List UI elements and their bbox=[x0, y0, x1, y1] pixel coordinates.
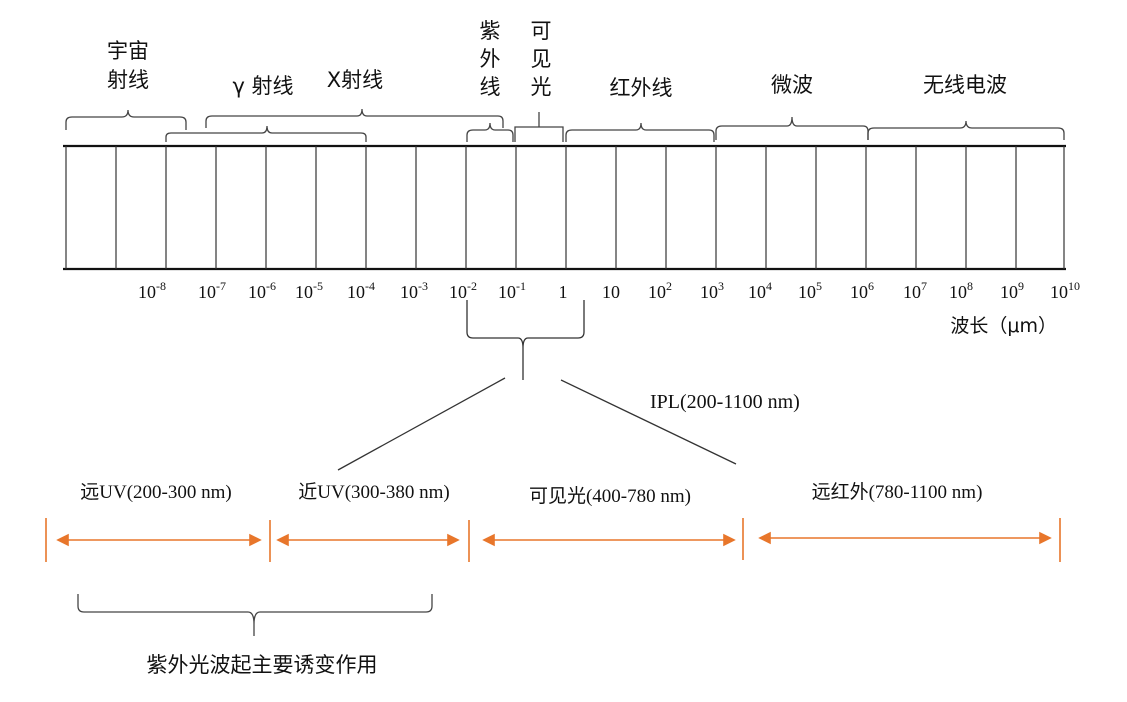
visible-label-2: 见 bbox=[531, 47, 552, 71]
uv-label-3: 线 bbox=[480, 75, 501, 99]
uv-brace bbox=[466, 122, 514, 142]
uv-label-1: 紫 bbox=[480, 19, 501, 43]
tick-label: 10-5 bbox=[295, 279, 323, 302]
xray-brace bbox=[205, 108, 504, 128]
near-uv-label: 近UV(300-380 nm) bbox=[298, 481, 449, 503]
cosmic-ray-label-1: 宇宙 bbox=[107, 39, 149, 63]
tick-labels: 10-8 10-7 10-6 10-5 10-4 10-3 10-2 10-1 1 10 102 10… bbox=[138, 279, 1080, 302]
tick-label: 10-3 bbox=[400, 279, 428, 302]
radio-brace bbox=[867, 120, 1065, 140]
tick-label: 102 bbox=[648, 279, 672, 302]
tick-label: 10-8 bbox=[138, 279, 166, 302]
far-ir-label: 远红外(780-1100 nm) bbox=[812, 481, 983, 503]
tick-label: 109 bbox=[1000, 279, 1024, 302]
microwave-label: 微波 bbox=[771, 73, 813, 97]
tick-label: 10 bbox=[602, 282, 620, 302]
tick-label: 1010 bbox=[1050, 279, 1080, 302]
ipl-brace bbox=[466, 300, 585, 380]
visible-label-1: 可 bbox=[531, 19, 552, 43]
cosmic-brace bbox=[65, 109, 187, 130]
gamma-brace bbox=[165, 125, 367, 142]
tick-label: 10-6 bbox=[248, 279, 276, 302]
range-arrows bbox=[45, 518, 1061, 562]
tick-label: 105 bbox=[798, 279, 822, 302]
ipl-label: IPL(200-1100 nm) bbox=[650, 391, 800, 413]
infrared-label: 红外线 bbox=[610, 76, 673, 100]
visible-range-label: 可见光(400-780 nm) bbox=[529, 485, 691, 507]
ipl-zoom bbox=[337, 300, 737, 471]
uv-mutation-brace bbox=[77, 594, 433, 636]
tick-label: 103 bbox=[700, 279, 724, 302]
x-ray-label: X射线 bbox=[327, 68, 383, 92]
tick-label: 104 bbox=[748, 279, 772, 302]
infrared-brace bbox=[565, 122, 715, 142]
visible-brace bbox=[514, 112, 564, 142]
tick-label: 107 bbox=[903, 279, 927, 302]
spectrum-bar bbox=[63, 144, 1066, 271]
gamma-ray-label: γ 射线 bbox=[232, 74, 293, 98]
tick-label: 10-7 bbox=[198, 279, 226, 302]
range-labels: 远UV(200-300 nm) 近UV(300-380 nm) 可见光(400-… bbox=[80, 481, 982, 507]
tick-label: 10-1 bbox=[498, 279, 526, 302]
radio-wave-label: 无线电波 bbox=[923, 73, 1007, 97]
microwave-brace bbox=[715, 116, 869, 140]
tick-label: 1 bbox=[559, 282, 568, 302]
tick-label: 10-2 bbox=[449, 279, 477, 302]
tick-label: 108 bbox=[949, 279, 973, 302]
uv-mutation-note: 紫外光波起主要诱变作用 bbox=[147, 653, 378, 677]
tick-label: 10-4 bbox=[347, 279, 375, 302]
band-labels: 宇宙 射线 γ 射线 X射线 紫 外 线 可 见 光 红外线 微波 无线电波 bbox=[107, 19, 1007, 100]
zoom-line-left bbox=[337, 377, 506, 471]
far-uv-label: 远UV(200-300 nm) bbox=[80, 482, 231, 503]
visible-label-3: 光 bbox=[531, 75, 552, 99]
uv-label-2: 外 bbox=[480, 47, 501, 71]
band-braces bbox=[65, 108, 1065, 142]
wavelength-axis-label: 波长（μm） bbox=[950, 315, 1057, 337]
zoom-line-right bbox=[560, 379, 737, 465]
cosmic-ray-label-2: 射线 bbox=[107, 68, 149, 92]
tick-label: 106 bbox=[850, 279, 874, 302]
